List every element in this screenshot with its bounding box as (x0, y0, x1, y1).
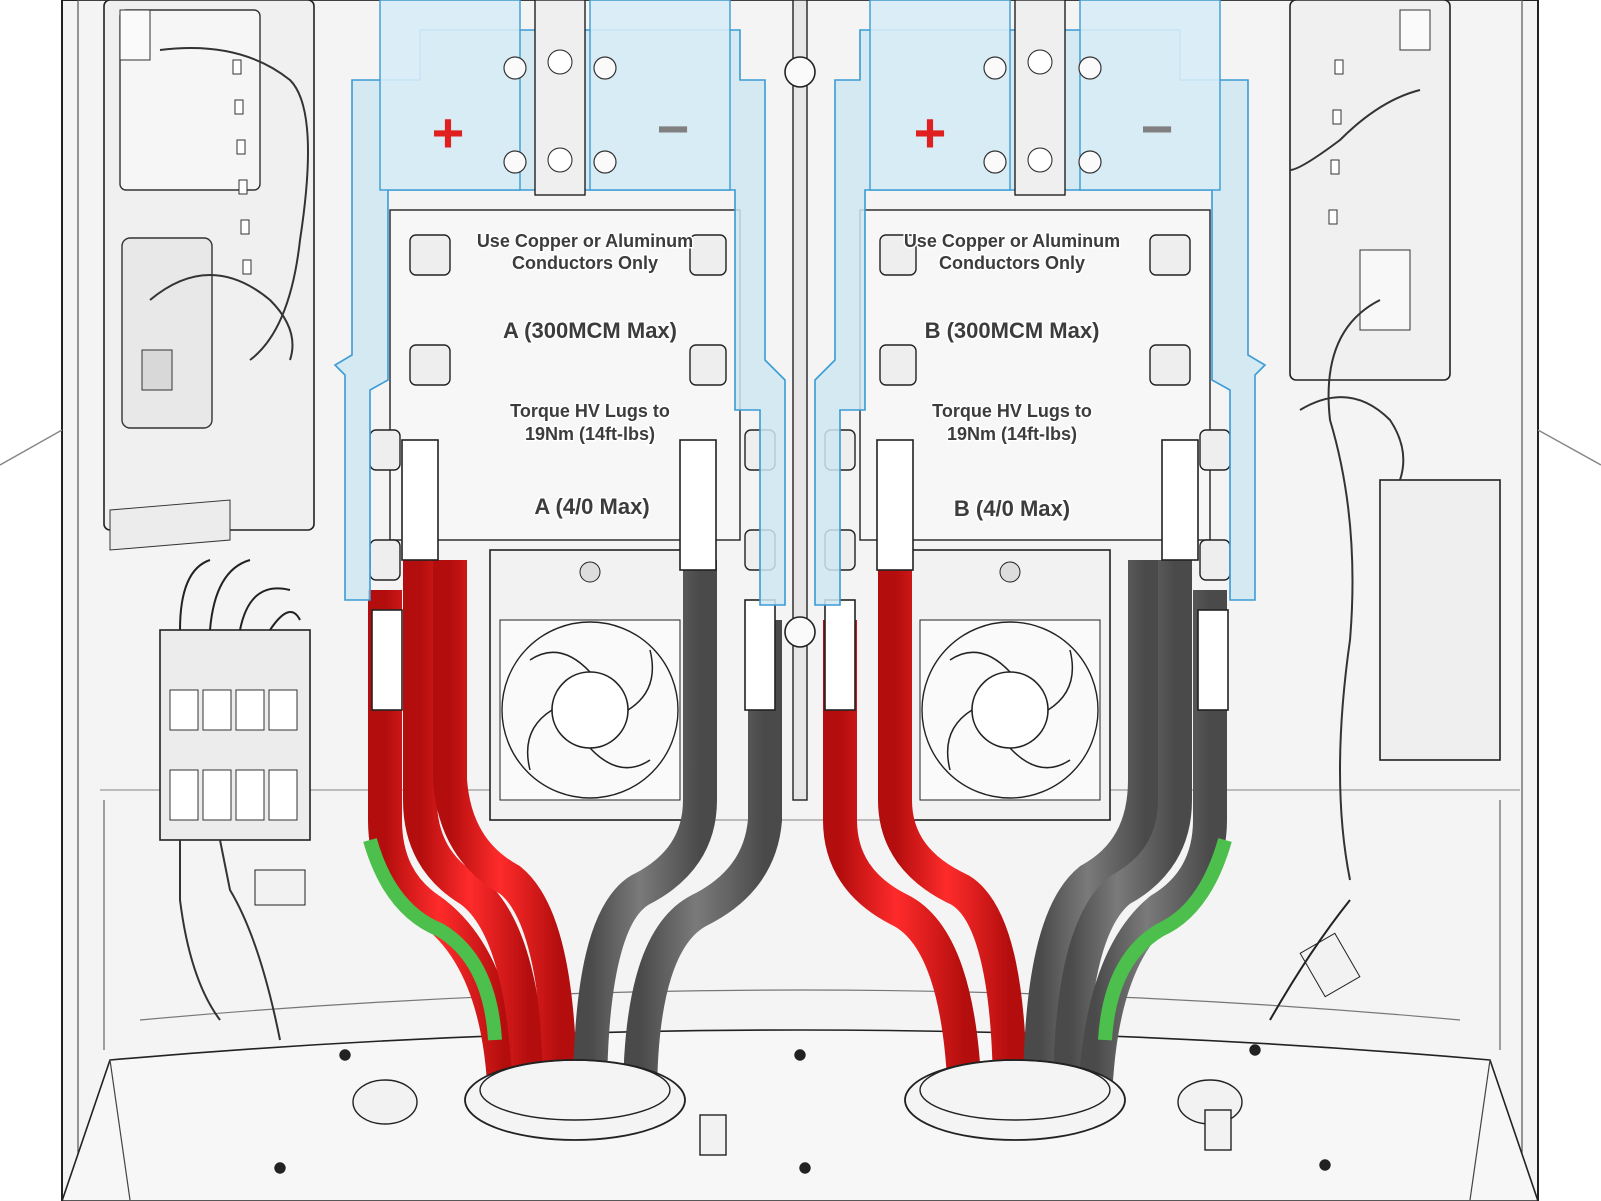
right-torque-line2: 19Nm (14ft-lbs) (947, 424, 1077, 444)
center-divider (784, 0, 816, 801)
right-conductor-note-line1: Use Copper or Aluminum (904, 231, 1120, 251)
contactor-block (159, 559, 311, 1041)
left-positive-sign: + (432, 101, 465, 164)
hv-lug-icon (371, 439, 776, 711)
right-mcm-label: B (300MCM Max) (925, 318, 1100, 343)
cooling-fan-icon (489, 549, 691, 821)
left-torque-line1: Torque HV Lugs to (510, 401, 670, 421)
bolt-icon (369, 234, 776, 581)
left-conductor-note-line2: Conductors Only (512, 253, 658, 273)
right-torque-line1: Torque HV Lugs to (932, 401, 1092, 421)
left-negative-cables (573, 560, 782, 1101)
right-awg-label: B (4/0 Max) (954, 496, 1070, 521)
left-awg-label: A (4/0 Max) (534, 494, 649, 519)
left-mcm-label: A (300MCM Max) (503, 318, 677, 343)
right-control-board (1269, 0, 1501, 1021)
conduit-fitting-icon (464, 1059, 686, 1141)
right-positive-cables (823, 560, 1027, 1101)
right-busbar (814, 0, 1267, 606)
left-conductor-note-line1: Use Copper or Aluminum (477, 231, 693, 251)
left-busbar (333, 0, 786, 606)
conduit-fitting-icon (904, 1059, 1126, 1141)
right-conductor-note-line2: Conductors Only (939, 253, 1085, 273)
right-positive-sign: + (914, 101, 947, 164)
right-negative-sign: − (1141, 97, 1174, 160)
right-bay: + − Use Copper or Aluminum Conductors On… (814, 0, 1267, 1141)
left-torque-line2: 19Nm (14ft-lbs) (525, 424, 655, 444)
hv-lug-icon (824, 439, 1229, 711)
floor-fixtures (274, 1044, 1331, 1174)
left-ground-cable (363, 838, 502, 1041)
left-control-board (103, 0, 315, 551)
right-ground-cable (1098, 838, 1232, 1041)
cooling-fan-icon (909, 549, 1111, 821)
left-bay: + − Use Copper or Aluminum Conductors On… (333, 0, 786, 1141)
left-negative-sign: − (657, 97, 690, 160)
